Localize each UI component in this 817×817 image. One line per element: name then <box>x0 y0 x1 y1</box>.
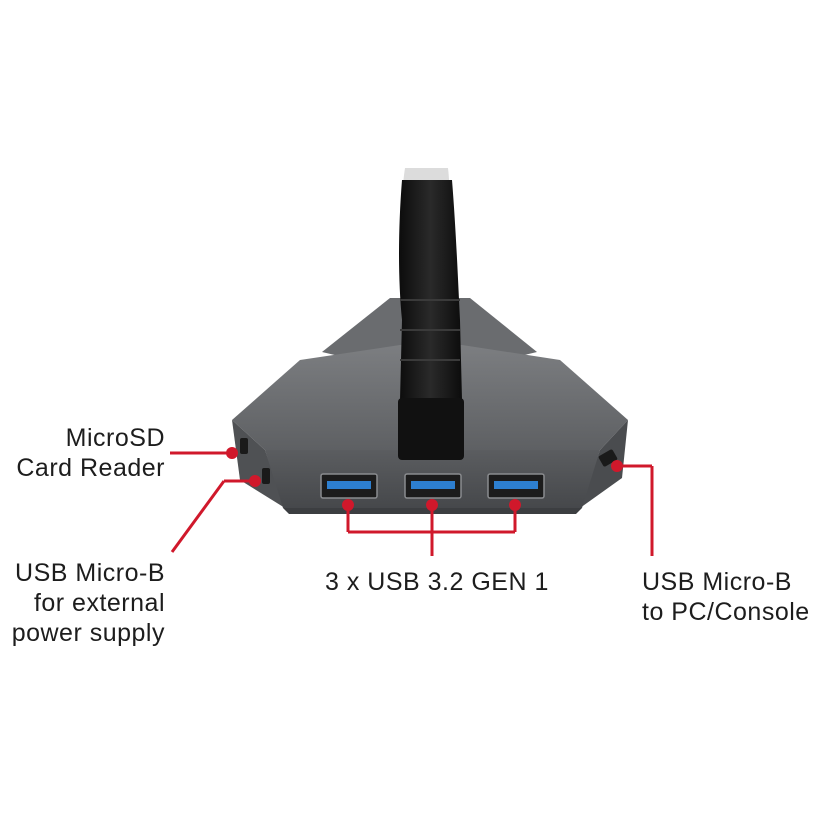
microsd-slot <box>240 438 248 454</box>
usb-port-2 <box>404 473 462 499</box>
label-microsd: MicroSD Card Reader <box>16 423 165 483</box>
label-usb-ports-line1: 3 x USB 3.2 GEN 1 <box>325 568 549 596</box>
callouts <box>170 447 654 556</box>
callout-pc <box>611 460 654 556</box>
usb-ports <box>320 473 545 499</box>
label-pc-line1: USB Micro-B <box>642 568 792 596</box>
label-power: USB Micro-B for external power supply <box>12 558 165 648</box>
label-microsd-line1: MicroSD <box>65 424 165 452</box>
usb-port-1 <box>320 473 378 499</box>
label-power-line3: power supply <box>11 619 165 647</box>
label-power-line2: for external <box>33 589 165 617</box>
callout-microsd <box>170 447 238 459</box>
label-microsd-line2: Card Reader <box>16 454 165 482</box>
micro-b-power-port <box>262 468 270 484</box>
label-pc: USB Micro-B to PC/Console <box>642 567 810 627</box>
cable-arm <box>398 168 464 460</box>
label-usb-ports: 3 x USB 3.2 GEN 1 <box>325 567 549 597</box>
callout-power <box>170 475 261 553</box>
usb-port-3 <box>487 473 545 499</box>
label-pc-line2: to PC/Console <box>642 598 810 626</box>
label-power-line1: USB Micro-B <box>15 559 165 587</box>
callout-usb-ports <box>342 499 521 556</box>
